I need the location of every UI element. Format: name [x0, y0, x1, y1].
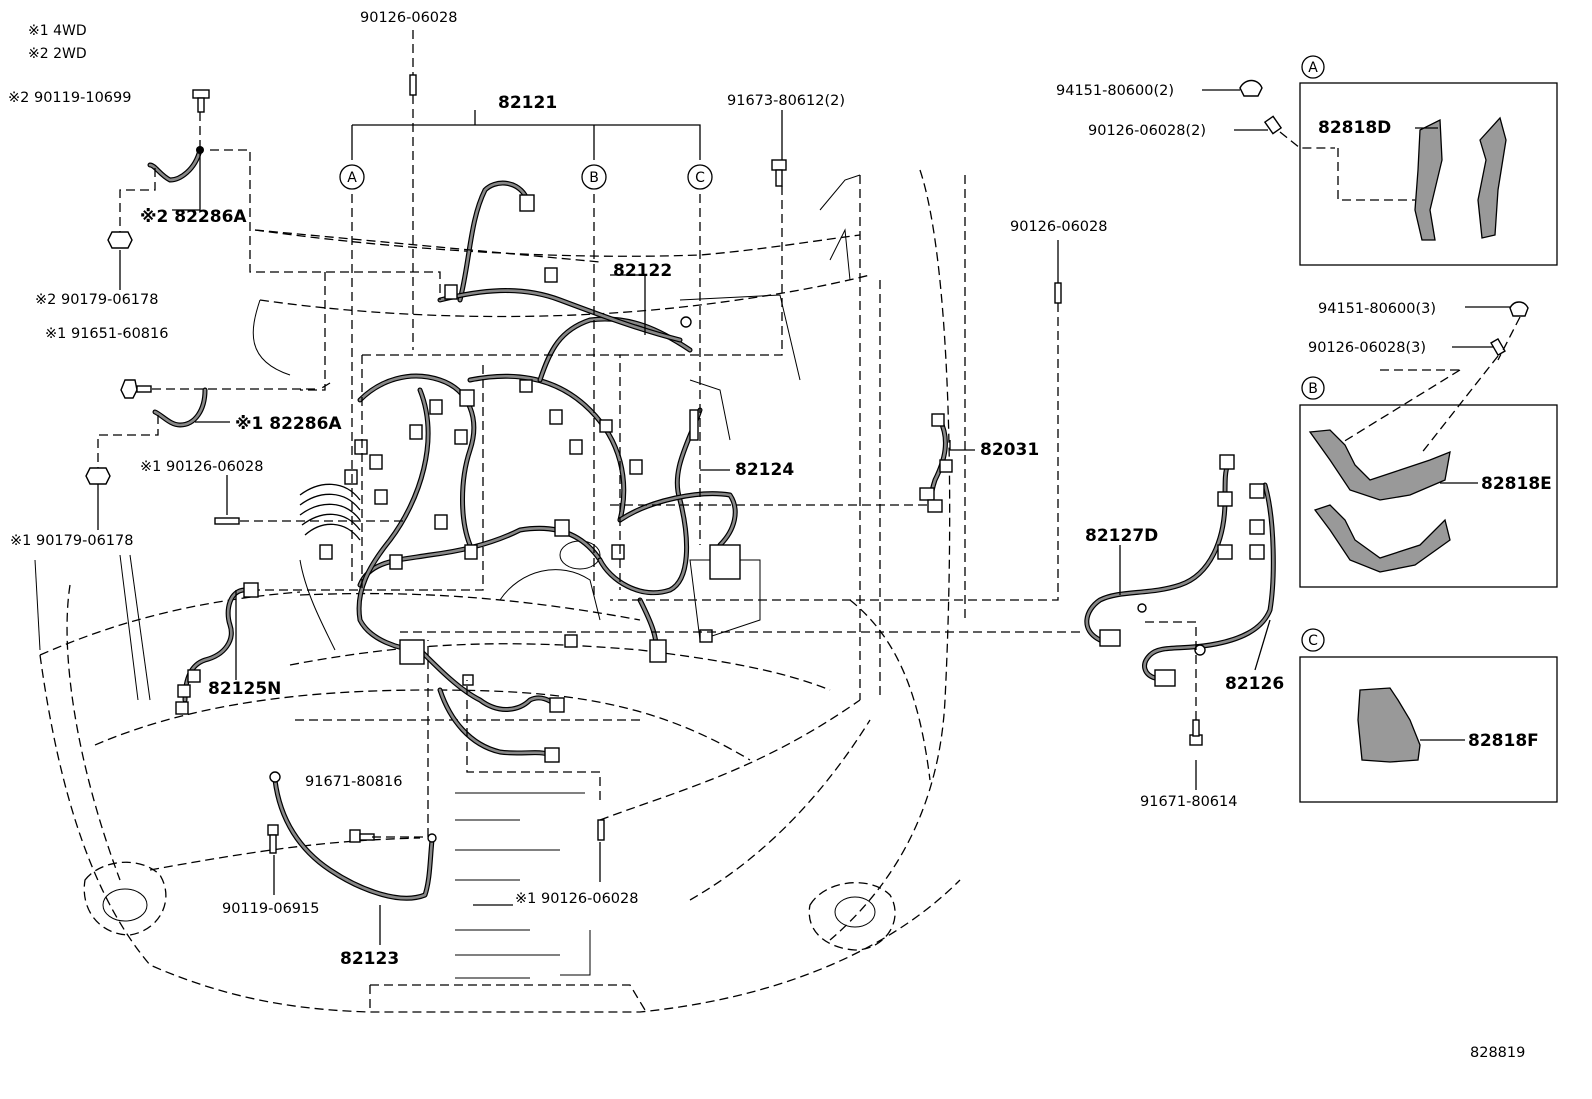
- label-82121: 82121: [498, 93, 557, 113]
- bolt-icon: [1263, 115, 1283, 135]
- note-4wd: ※1 4WD: [28, 23, 87, 39]
- bolt-icon: [192, 89, 210, 113]
- inset-panel-a: [1299, 82, 1558, 266]
- clip-icon: [1509, 301, 1529, 317]
- wire-harness-82126: [1142, 482, 1276, 687]
- label-90126-06028-bottom: ※1 90126-06028: [515, 891, 638, 907]
- label-82818F: 82818F: [1468, 731, 1539, 751]
- label-82124: 82124: [735, 460, 794, 480]
- inset-a-label: A: [1308, 60, 1318, 76]
- label-82818D: 82818D: [1318, 118, 1391, 138]
- label-90119-06915: 90119-06915: [222, 901, 320, 917]
- inset-panel-b: [1299, 404, 1558, 588]
- wire-harness-lower: [399, 639, 565, 763]
- clip-icon: [1239, 79, 1263, 97]
- nut-icon: [107, 231, 133, 249]
- label-82286A-2: ※2 82286A: [140, 207, 247, 227]
- note-2wd: ※2 2WD: [28, 46, 87, 62]
- bolt-icon: [1054, 282, 1062, 304]
- label-94151-80600-3: 94151-80600(3): [1318, 301, 1436, 317]
- bolt-icon: [409, 74, 417, 96]
- label-90126-06028-2: 90126-06028(2): [1088, 123, 1206, 139]
- bolt-icon: [1189, 719, 1203, 746]
- bolt-icon: [771, 159, 787, 187]
- label-82818E: 82818E: [1481, 474, 1552, 494]
- inset-a-marker: A: [1301, 55, 1325, 79]
- car-body-outline: [34, 169, 966, 1013]
- callout-c: C: [687, 164, 713, 190]
- label-94151-80600-2: 94151-80600(2): [1056, 83, 1174, 99]
- bolt-icon: [349, 829, 375, 843]
- bolt-icon: [214, 517, 240, 525]
- wire-harness-82125N: [175, 582, 259, 715]
- callout-a-label: A: [347, 170, 357, 186]
- label-90179-06178-4wd: ※1 90179-06178: [10, 533, 133, 549]
- bolt-icon: [267, 824, 279, 854]
- label-91671-80816: 91671-80816: [305, 774, 403, 790]
- bolt-icon: [597, 819, 605, 841]
- inset-c-marker: C: [1301, 628, 1325, 652]
- callout-a: A: [339, 164, 365, 190]
- inset-b-marker: B: [1301, 376, 1325, 400]
- inset-b-label: B: [1308, 381, 1318, 397]
- label-91673-80612: 91673-80612(2): [727, 93, 845, 109]
- wire-harness-82127D: [1084, 454, 1235, 647]
- label-91671-80614: 91671-80614: [1140, 794, 1238, 810]
- callout-b-label: B: [589, 170, 599, 186]
- label-82123: 82123: [340, 949, 399, 969]
- wire-harness-82031: [919, 413, 953, 513]
- inset-panel-c: [1299, 656, 1558, 803]
- callout-b: B: [581, 164, 607, 190]
- bolt-icon: [120, 379, 152, 399]
- label-90126-06028-top: 90126-06028: [360, 10, 458, 26]
- label-90179-06178-2wd: ※2 90179-06178: [35, 292, 158, 308]
- label-82031: 82031: [980, 440, 1039, 460]
- leader-lines: [97, 30, 1521, 945]
- label-90126-06028-3: 90126-06028(3): [1308, 340, 1426, 356]
- label-82127D: 82127D: [1085, 526, 1158, 546]
- wire-harness-82286A-lower: [152, 387, 208, 428]
- inset-c-label: C: [1308, 633, 1318, 649]
- wire-harness-82121: [319, 316, 741, 663]
- label-90126-06028-4wd: ※1 90126-06028: [140, 459, 263, 475]
- callout-c-label: C: [695, 170, 705, 186]
- wire-harness-82286A-upper: [147, 146, 204, 183]
- wire-harness-82123: [269, 771, 437, 901]
- figure-id: 828819: [1470, 1045, 1525, 1061]
- nut-icon: [85, 467, 111, 485]
- label-82286A-1: ※1 82286A: [235, 414, 342, 434]
- labels: ※1 4WD ※2 2WD 90126-06028 ※2 90119-10699…: [8, 10, 1552, 1061]
- label-90126-06028-mid: 90126-06028: [1010, 219, 1108, 235]
- bolt-icon: [1490, 337, 1506, 357]
- label-82125N: 82125N: [208, 679, 281, 699]
- label-82122: 82122: [613, 261, 672, 281]
- label-91651-60816: ※1 91651-60816: [45, 326, 168, 342]
- label-82126: 82126: [1225, 674, 1284, 694]
- label-90119-10699: ※2 90119-10699: [8, 90, 131, 106]
- wire-harness-82122: [437, 180, 692, 343]
